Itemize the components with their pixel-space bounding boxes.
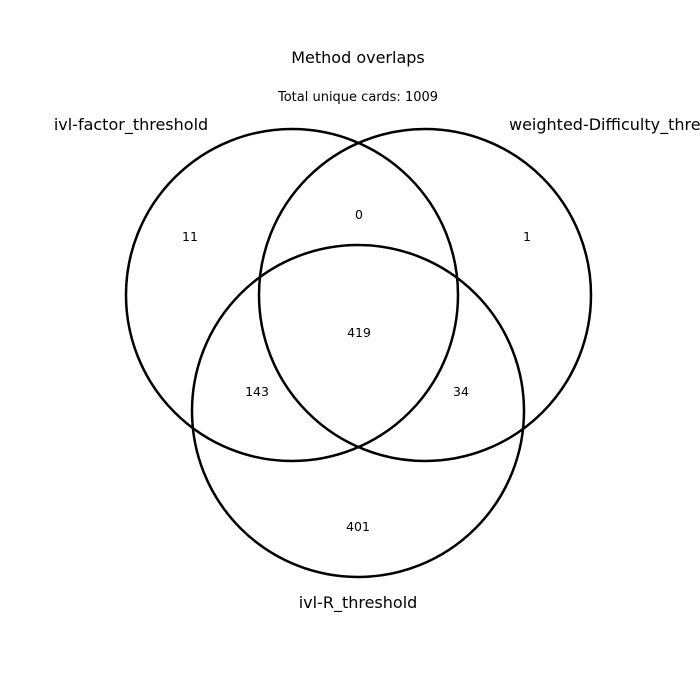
set-circle-b: [257, 127, 593, 463]
region-ac-only: 143: [245, 384, 269, 399]
set-label-c: ivl-R_threshold: [299, 593, 418, 613]
set-circle-c: [190, 243, 526, 579]
region-bc-only: 34: [453, 384, 469, 399]
chart-subtitle: Total unique cards: 1009: [277, 90, 438, 105]
chart-title: Method overlaps: [291, 48, 425, 67]
region-abc: 419: [347, 325, 371, 340]
set-label-b: weighted-Difficulty_thre: [509, 115, 700, 135]
region-c-only: 401: [346, 519, 370, 534]
region-a-only: 11: [182, 229, 198, 244]
region-ab-only: 0: [355, 207, 363, 222]
set-circle-a: [124, 127, 460, 463]
set-label-a: ivl-factor_threshold: [54, 115, 208, 135]
region-b-only: 1: [523, 229, 531, 244]
